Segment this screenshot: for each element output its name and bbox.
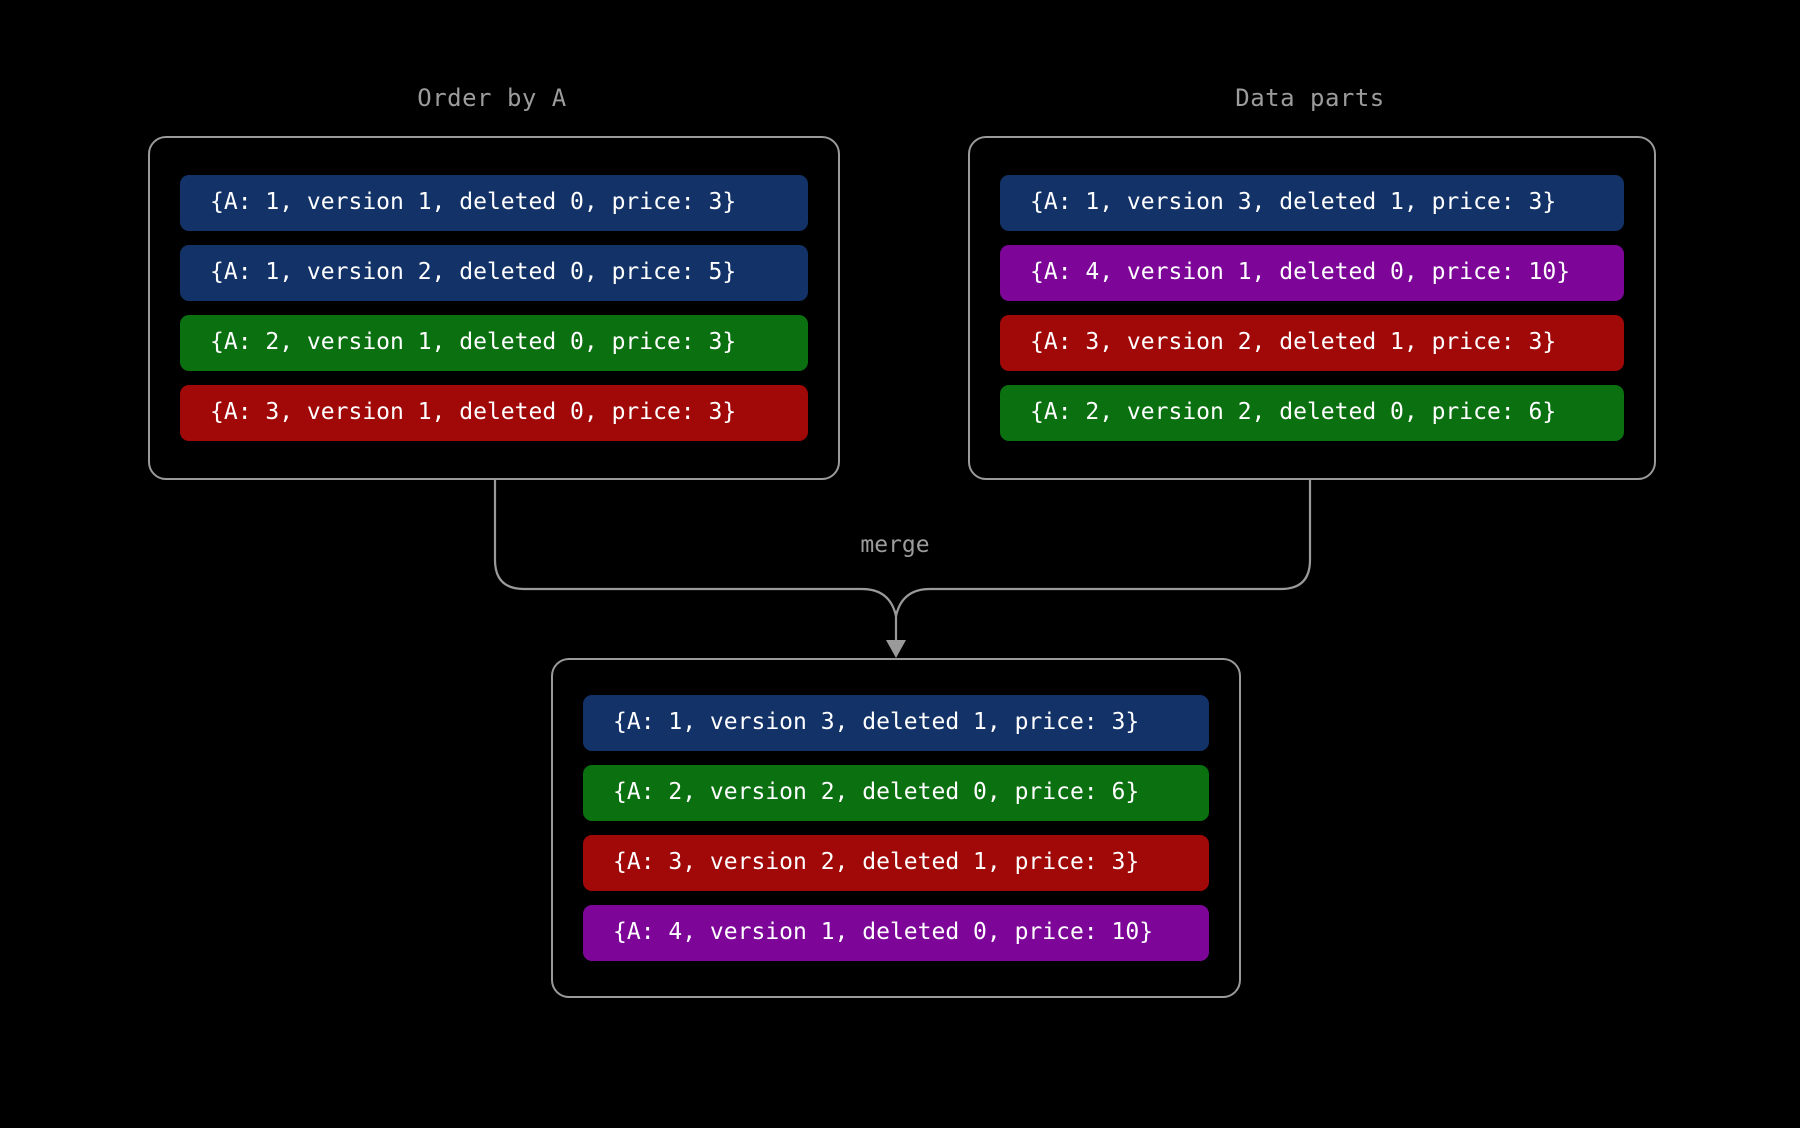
record-row[interactable]: {A: 1, version 1, deleted 0, price: 3} <box>180 175 808 231</box>
connector-path-left <box>493 478 898 618</box>
record-row[interactable]: {A: 2, version 2, deleted 0, price: 6} <box>1000 385 1624 441</box>
group-title-data-parts: Data parts <box>1235 84 1385 112</box>
record-text: {A: 2, version 2, deleted 0, price: 6} <box>1030 399 1557 425</box>
record-text: {A: 2, version 2, deleted 0, price: 6} <box>613 779 1140 805</box>
record-text: {A: 1, version 2, deleted 0, price: 5} <box>210 259 737 285</box>
record-row[interactable]: {A: 2, version 2, deleted 0, price: 6} <box>583 765 1209 821</box>
order-by-a-box: {A: 1, version 1, deleted 0, price: 3} {… <box>148 136 840 480</box>
connector-path-right <box>894 478 1312 618</box>
data-parts-box: {A: 1, version 3, deleted 1, price: 3} {… <box>968 136 1656 480</box>
record-text: {A: 3, version 1, deleted 0, price: 3} <box>210 399 737 425</box>
record-text: {A: 3, version 2, deleted 1, price: 3} <box>1030 329 1557 355</box>
record-row[interactable]: {A: 3, version 2, deleted 1, price: 3} <box>583 835 1209 891</box>
merge-label: merge <box>860 532 930 558</box>
merged-result-box: {A: 1, version 3, deleted 1, price: 3} {… <box>551 658 1241 998</box>
record-row[interactable]: {A: 3, version 2, deleted 1, price: 3} <box>1000 315 1624 371</box>
record-text: {A: 1, version 1, deleted 0, price: 3} <box>210 189 737 215</box>
down-arrow-icon <box>886 640 906 658</box>
record-row[interactable]: {A: 4, version 1, deleted 0, price: 10} <box>1000 245 1624 301</box>
record-text: {A: 4, version 1, deleted 0, price: 10} <box>613 919 1154 945</box>
record-row[interactable]: {A: 1, version 2, deleted 0, price: 5} <box>180 245 808 301</box>
record-row[interactable]: {A: 1, version 3, deleted 1, price: 3} <box>583 695 1209 751</box>
record-text: {A: 2, version 1, deleted 0, price: 3} <box>210 329 737 355</box>
record-text: {A: 3, version 2, deleted 1, price: 3} <box>613 849 1140 875</box>
record-row[interactable]: {A: 3, version 1, deleted 0, price: 3} <box>180 385 808 441</box>
record-text: {A: 1, version 3, deleted 1, price: 3} <box>613 709 1140 735</box>
record-row[interactable]: {A: 4, version 1, deleted 0, price: 10} <box>583 905 1209 961</box>
record-text: {A: 1, version 3, deleted 1, price: 3} <box>1030 189 1557 215</box>
record-row[interactable]: {A: 2, version 1, deleted 0, price: 3} <box>180 315 808 371</box>
record-row[interactable]: {A: 1, version 3, deleted 1, price: 3} <box>1000 175 1624 231</box>
group-title-order-by-a: Order by A <box>417 84 567 112</box>
record-text: {A: 4, version 1, deleted 0, price: 10} <box>1030 259 1571 285</box>
